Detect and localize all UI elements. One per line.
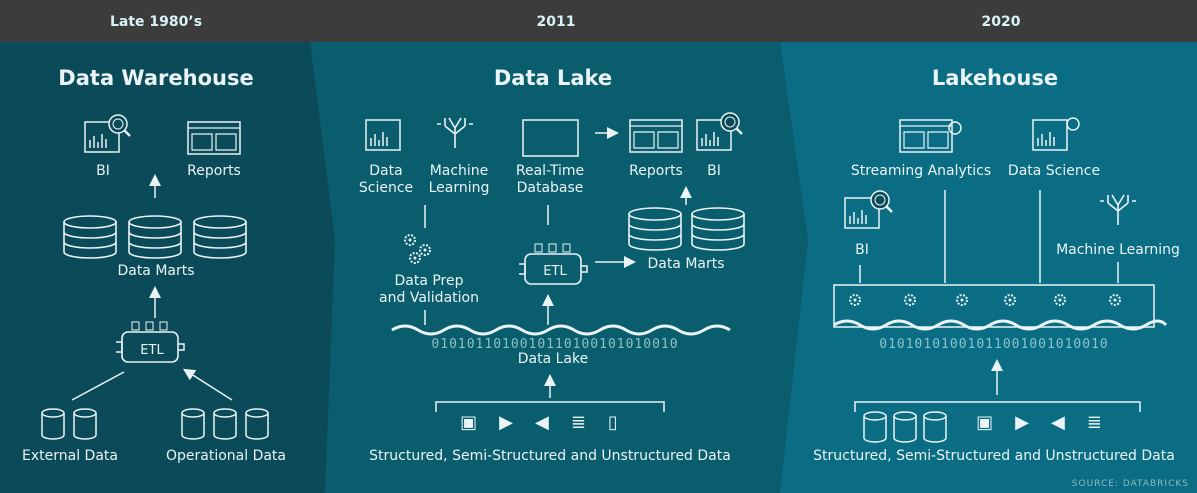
era-label-lake: 2011 (536, 14, 576, 30)
lakehouse-media-icons: ▣▶◀≣ (976, 412, 1124, 433)
data-lake-label: Data Lake (517, 351, 589, 367)
binary-stream: 0101011010010110100101010010 (431, 337, 679, 352)
bi-label: BI (96, 163, 110, 179)
lakehouse-data-science-label: Data Science (1007, 163, 1101, 179)
streaming-analytics-label: Streaming Analytics (850, 163, 992, 179)
lake-data-marts-label: Data Marts (647, 256, 725, 272)
data-prep-label: Data Prep and Validation (379, 273, 479, 306)
source-credit: SOURCE: DATABRICKS (1071, 479, 1189, 489)
lakehouse-ml-label: Machine Learning (1056, 242, 1180, 258)
media-type-icons: ▣▶◀≣▯ (460, 412, 640, 433)
lake-reports-label: Reports (629, 163, 683, 179)
era-label-warehouse: Late 1980’s (109, 14, 203, 30)
data-science-label: Data Science (358, 163, 414, 196)
operational-data-label: Operational Data (165, 448, 287, 464)
external-data-label: External Data (22, 448, 118, 464)
lake-title: Data Lake (493, 66, 613, 90)
lakehouse-bi-label: BI (855, 242, 869, 258)
real-time-database-label: Real-Time Database (515, 163, 585, 196)
reports-label: Reports (187, 163, 241, 179)
lake-etl-label: ETL (543, 264, 567, 279)
machine-learning-label: Machine Learning (428, 163, 490, 196)
etl-label: ETL (140, 343, 164, 358)
lake-sources-label: Structured, Semi-Structured and Unstruct… (369, 448, 731, 464)
era-label-lakehouse: 2020 (981, 14, 1021, 30)
lakehouse-binary-stream: 01010101001011001001010010 (879, 337, 1109, 352)
lakehouse-sources-label: Structured, Semi-Structured and Unstruct… (813, 448, 1175, 464)
warehouse-title: Data Warehouse (58, 66, 254, 90)
lake-bi-label: BI (707, 163, 721, 179)
lakehouse-title: Lakehouse (931, 66, 1059, 90)
data-marts-label: Data Marts (117, 263, 195, 279)
